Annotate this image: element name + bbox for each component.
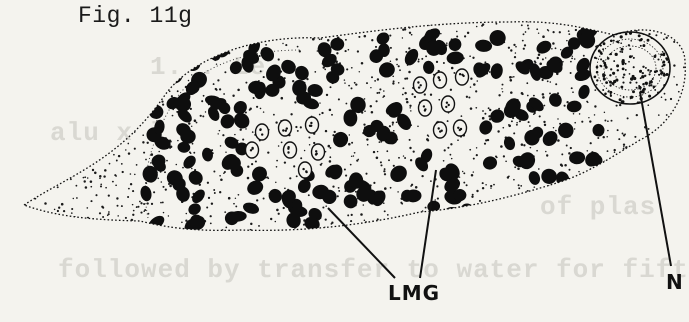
label-lmg: LMG [388, 281, 440, 305]
label-n: N [666, 270, 683, 294]
granule-cluster [132, 20, 605, 236]
nucleus [589, 31, 670, 105]
